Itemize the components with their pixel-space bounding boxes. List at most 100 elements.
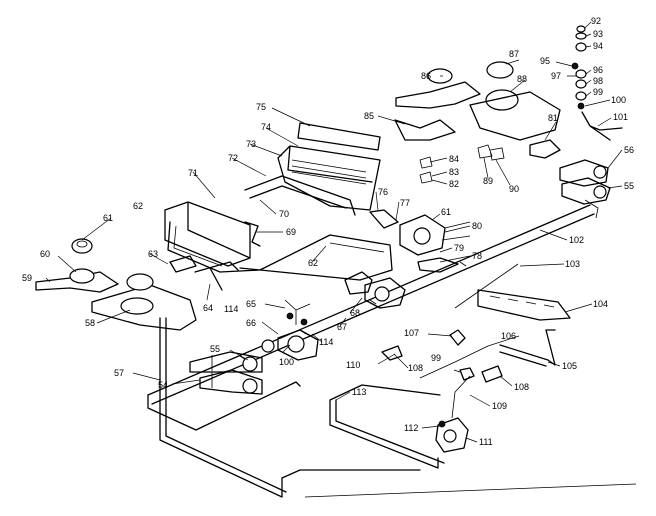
label-77: 77 bbox=[400, 198, 410, 208]
left-valves bbox=[189, 339, 275, 395]
label-102: 102 bbox=[569, 235, 584, 245]
burner-cap-61-inner bbox=[76, 240, 88, 248]
line-109 bbox=[451, 375, 471, 419]
orifices-82-84 bbox=[419, 156, 433, 184]
label-114-left: 114 bbox=[224, 304, 238, 314]
label-69: 69 bbox=[286, 227, 296, 237]
fitting-107 bbox=[449, 329, 466, 346]
broil-burner-grille bbox=[291, 159, 367, 185]
label-64: 64 bbox=[203, 303, 213, 313]
label-100: 100 bbox=[611, 95, 626, 105]
label-99: 99 bbox=[593, 87, 603, 97]
label-59: 59 bbox=[22, 273, 32, 283]
label-65: 65 bbox=[246, 299, 256, 309]
left-burner-head bbox=[69, 268, 95, 284]
burner-pan-88 bbox=[469, 91, 561, 141]
label-111: 111 bbox=[479, 437, 493, 447]
burner-head-87 bbox=[486, 61, 514, 79]
label-73: 73 bbox=[246, 139, 256, 149]
oven-burner-frame bbox=[164, 201, 251, 267]
broil-burner-tube bbox=[244, 175, 356, 216]
label-88: 88 bbox=[517, 74, 527, 84]
label-66: 66 bbox=[246, 318, 256, 328]
label-68: 68 bbox=[350, 308, 360, 318]
label-98: 98 bbox=[593, 76, 603, 86]
label-109: 109 bbox=[492, 401, 507, 411]
label-85: 85 bbox=[364, 111, 374, 121]
bracket-64 bbox=[194, 261, 239, 291]
label-95: 95 bbox=[540, 56, 550, 66]
label-101: 101 bbox=[613, 112, 628, 122]
burner-spider-85 bbox=[394, 119, 456, 141]
supply-pipe bbox=[159, 317, 421, 498]
label-55-left: 55 bbox=[210, 344, 220, 354]
label-72: 72 bbox=[228, 153, 238, 163]
label-112: 112 bbox=[404, 423, 418, 433]
label-105: 105 bbox=[562, 361, 577, 371]
parts-linework bbox=[35, 25, 637, 498]
label-108-right: 108 bbox=[514, 382, 529, 392]
label-56: 56 bbox=[624, 145, 634, 155]
label-54: 54 bbox=[158, 380, 168, 390]
label-58: 58 bbox=[85, 318, 95, 328]
label-74: 74 bbox=[261, 122, 271, 132]
label-100-lower: 100 bbox=[279, 357, 294, 367]
label-71: 71 bbox=[188, 168, 198, 178]
right-oven-valve bbox=[399, 214, 471, 273]
center-valves bbox=[277, 271, 406, 361]
label-78: 78 bbox=[472, 251, 482, 261]
label-113: 113 bbox=[352, 387, 366, 397]
thermocouple-106 bbox=[419, 345, 489, 379]
label-62-right: 62 bbox=[308, 258, 318, 268]
label-82: 82 bbox=[449, 179, 459, 189]
label-55-right: 55 bbox=[624, 181, 634, 191]
orifice-63 bbox=[169, 255, 197, 273]
fitting-108 bbox=[459, 367, 475, 381]
part-labels: 92 93 94 95 96 97 98 99 100 101 86 87 88… bbox=[22, 16, 634, 447]
label-84: 84 bbox=[449, 154, 459, 164]
floor-line bbox=[304, 483, 637, 498]
bracket-110 bbox=[381, 345, 403, 361]
bracket-69 bbox=[244, 221, 261, 247]
orifices-89-90 bbox=[477, 144, 505, 161]
label-61: 61 bbox=[441, 207, 451, 217]
label-114-right: 114 bbox=[319, 337, 333, 347]
fitting-108b bbox=[481, 365, 503, 383]
oven-burner-tube-inner bbox=[173, 225, 385, 267]
label-67: 67 bbox=[337, 322, 347, 332]
regulator-port bbox=[443, 429, 457, 443]
bracket-76-77 bbox=[369, 209, 399, 229]
label-106: 106 bbox=[501, 331, 516, 341]
broil-burner-top bbox=[297, 122, 381, 151]
label-76: 76 bbox=[378, 187, 388, 197]
label-110: 110 bbox=[346, 360, 360, 370]
lower-rail bbox=[147, 381, 301, 431]
label-107: 107 bbox=[404, 328, 419, 338]
left-burner-ring bbox=[120, 297, 154, 315]
label-90: 90 bbox=[509, 184, 519, 194]
left-burner-cap bbox=[126, 273, 154, 291]
label-97: 97 bbox=[551, 71, 561, 81]
nut-112 bbox=[438, 420, 446, 428]
label-104: 104 bbox=[593, 299, 608, 309]
label-86: 86 bbox=[421, 71, 431, 81]
label-81: 81 bbox=[548, 113, 558, 123]
regulator-111 bbox=[435, 417, 469, 453]
pipe-113 bbox=[329, 384, 445, 469]
label-63: 63 bbox=[148, 249, 158, 259]
label-99-lower: 99 bbox=[431, 353, 441, 363]
burner-104 bbox=[477, 289, 571, 321]
label-70: 70 bbox=[279, 209, 289, 219]
label-62-left: 62 bbox=[133, 201, 143, 211]
label-87: 87 bbox=[509, 49, 519, 59]
label-60: 60 bbox=[40, 249, 50, 259]
label-92: 92 bbox=[591, 16, 601, 26]
label-57: 57 bbox=[114, 368, 124, 378]
tube-105 bbox=[499, 329, 556, 367]
label-79: 79 bbox=[454, 243, 464, 253]
label-96: 96 bbox=[593, 65, 603, 75]
oven-burner-tube bbox=[167, 221, 393, 281]
broil-burner-housing bbox=[277, 145, 381, 211]
right-valves bbox=[559, 159, 611, 205]
